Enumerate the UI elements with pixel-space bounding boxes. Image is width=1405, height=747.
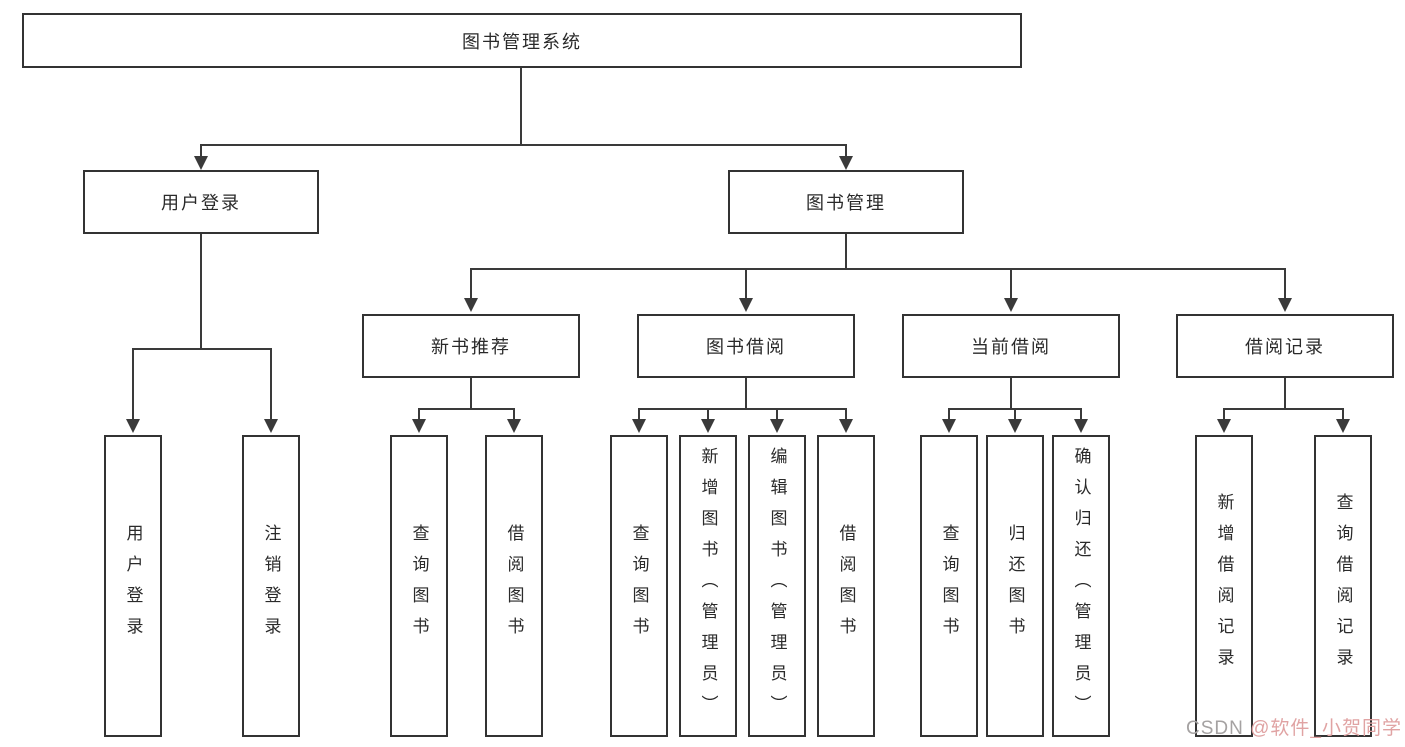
connector-line [200, 234, 202, 350]
arrow-down-icon [1074, 419, 1088, 433]
node-borrow-records-label: 借阅记录 [1245, 337, 1325, 357]
arrow-down-icon [1336, 419, 1350, 433]
arrow-down-icon [1278, 298, 1292, 312]
leaf-user-login-label: 用户登录 [123, 524, 143, 648]
node-borrow-records: 借阅记录 [1176, 314, 1394, 378]
connector-line [638, 408, 847, 410]
connector-line [270, 348, 272, 421]
connector-line [132, 348, 272, 350]
connector-line [845, 144, 847, 158]
connector-line [745, 268, 747, 300]
leaf-edit-books-admin: 编辑图书（管理员） [748, 435, 806, 737]
arrow-down-icon [1008, 419, 1022, 433]
connector-line [200, 144, 847, 146]
leaf-add-books-admin: 新增图书（管理员） [679, 435, 737, 737]
arrow-down-icon [194, 156, 208, 170]
leaf-borrow-books-recommend: 借阅图书 [485, 435, 543, 737]
connector-line [1010, 378, 1012, 409]
leaf-return-books: 归还图书 [986, 435, 1044, 737]
connector-line [745, 378, 747, 409]
leaf-edit-books-admin-label: 编辑图书（管理员） [767, 446, 787, 726]
connector-line [200, 144, 202, 158]
node-new-book-recommend-label: 新书推荐 [431, 337, 511, 357]
arrow-down-icon [126, 419, 140, 433]
watermark: CSDN @软件_小贺同学 [1186, 713, 1402, 740]
node-current-borrow-label: 当前借阅 [971, 337, 1051, 357]
arrow-down-icon [632, 419, 646, 433]
connector-line [638, 408, 640, 421]
leaf-query-books-borrow: 查询图书 [610, 435, 668, 737]
arrow-down-icon [1004, 298, 1018, 312]
leaf-query-books-borrow-label: 查询图书 [629, 524, 649, 648]
arrow-down-icon [739, 298, 753, 312]
arrow-down-icon [464, 298, 478, 312]
leaf-query-books-current-label: 查询图书 [939, 524, 959, 648]
node-user-login: 用户登录 [83, 170, 319, 234]
connector-line [1284, 378, 1286, 409]
leaf-logout-label: 注销登录 [261, 524, 281, 648]
leaf-add-borrow-record: 新增借阅记录 [1195, 435, 1253, 737]
leaf-user-login: 用户登录 [104, 435, 162, 737]
arrow-down-icon [412, 419, 426, 433]
leaf-query-borrow-record: 查询借阅记录 [1314, 435, 1372, 737]
node-user-login-label: 用户登录 [161, 193, 241, 213]
leaf-borrow-books-recommend-label: 借阅图书 [504, 524, 524, 648]
node-current-borrow: 当前借阅 [902, 314, 1120, 378]
connector-line [132, 348, 134, 421]
leaf-query-borrow-record-label: 查询借阅记录 [1333, 493, 1353, 679]
node-root: 图书管理系统 [22, 13, 1022, 68]
node-root-label: 图书管理系统 [462, 31, 582, 52]
leaf-query-books-recommend-label: 查询图书 [409, 524, 429, 648]
connector-line [470, 268, 1286, 270]
node-book-management: 图书管理 [728, 170, 964, 234]
arrow-down-icon [701, 419, 715, 433]
arrow-down-icon [770, 419, 784, 433]
leaf-add-borrow-record-label: 新增借阅记录 [1214, 493, 1234, 679]
node-book-management-label: 图书管理 [806, 193, 886, 213]
connector-line [470, 268, 472, 300]
connector-line [418, 408, 515, 410]
leaf-confirm-return-admin: 确认归还（管理员） [1052, 435, 1110, 737]
arrow-down-icon [264, 419, 278, 433]
connector-line [513, 408, 515, 421]
arrow-down-icon [942, 419, 956, 433]
leaf-borrow-books-label: 借阅图书 [836, 524, 856, 648]
connector-line [1223, 408, 1344, 410]
connector-line [845, 234, 847, 270]
connector-line [776, 408, 778, 421]
leaf-confirm-return-admin-label: 确认归还（管理员） [1071, 446, 1091, 726]
node-book-borrow-label: 图书借阅 [706, 337, 786, 357]
connector-line [418, 408, 420, 421]
connector-line [707, 408, 709, 421]
connector-line [845, 408, 847, 421]
arrow-down-icon [839, 156, 853, 170]
leaf-query-books-current: 查询图书 [920, 435, 978, 737]
connector-line [520, 68, 522, 145]
connector-line [948, 408, 950, 421]
watermark-prefix: CSDN [1186, 718, 1251, 739]
connector-line [1010, 268, 1012, 300]
leaf-logout: 注销登录 [242, 435, 300, 737]
arrow-down-icon [839, 419, 853, 433]
node-new-book-recommend: 新书推荐 [362, 314, 580, 378]
arrow-down-icon [507, 419, 521, 433]
connector-line [1014, 408, 1016, 421]
leaf-return-books-label: 归还图书 [1005, 524, 1025, 648]
arrow-down-icon [1217, 419, 1231, 433]
leaf-query-books-recommend: 查询图书 [390, 435, 448, 737]
node-book-borrow: 图书借阅 [637, 314, 855, 378]
connector-line [1080, 408, 1082, 421]
connector-line [470, 378, 472, 409]
connector-line [1284, 268, 1286, 300]
leaf-borrow-books: 借阅图书 [817, 435, 875, 737]
connector-line [1223, 408, 1225, 421]
watermark-handle: @软件_小贺同学 [1250, 718, 1402, 739]
leaf-add-books-admin-label: 新增图书（管理员） [698, 446, 718, 726]
connector-line [1342, 408, 1344, 421]
